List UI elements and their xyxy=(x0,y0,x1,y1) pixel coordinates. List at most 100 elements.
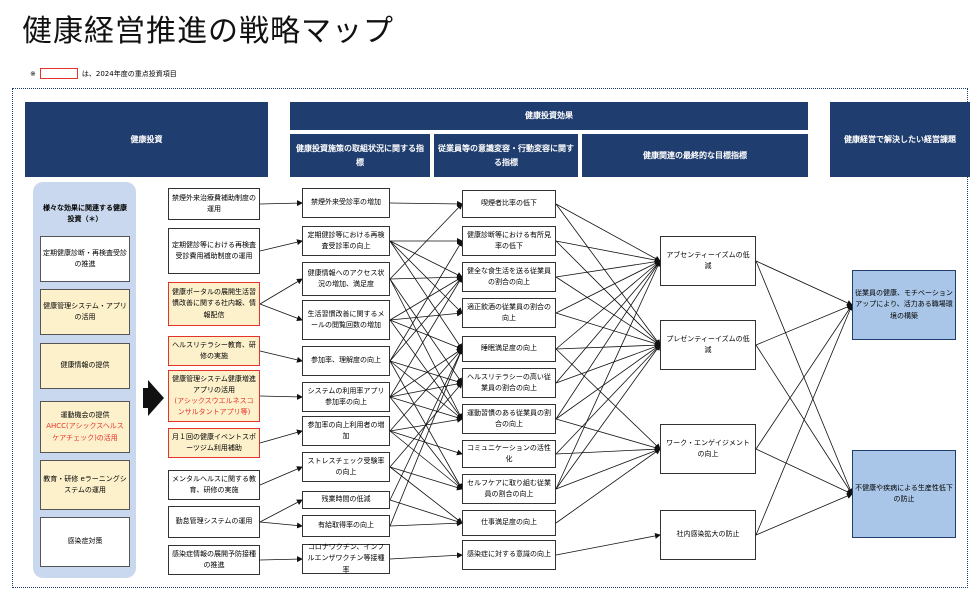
col4-box: プレゼンティーイズムの低減 xyxy=(660,320,756,370)
connector-line xyxy=(555,344,661,455)
col3-box: 睡眠満足度の向上 xyxy=(462,336,556,362)
col2-box-text: 健康情報へのアクセス状況の増加、満足度 xyxy=(307,268,385,288)
connector-line xyxy=(389,278,463,420)
col5-box-text: 不健康や疾病による生産性低下の防止 xyxy=(855,483,953,503)
col2-box-text: 禁煙外来受診率の増加 xyxy=(311,198,381,207)
col5-box: 従業員の健康、モチベーションアップにより、活力ある職場環境の構築 xyxy=(852,270,956,340)
header-issues: 健康経営で解決したい経営課題 xyxy=(830,102,970,177)
connector-line xyxy=(259,393,303,400)
col2-box: システムの利用率アプリ参加率の向上 xyxy=(302,382,390,412)
connector-line xyxy=(389,203,463,280)
connector-line xyxy=(389,310,463,321)
col3-box-text: 感染症に対する意識の向上 xyxy=(467,550,551,559)
connector-line xyxy=(555,203,661,346)
connector-line xyxy=(555,446,661,455)
col4-box: アブセンティーイズムの低減 xyxy=(660,236,756,286)
connector-line xyxy=(389,466,463,491)
col1-box: 健康管理システム健康増進アプリの活用 (アシックスウエルネスコンサルタントアプリ等… xyxy=(168,370,260,422)
col3-box-text: 健康診断等における有所見率の低下 xyxy=(467,230,551,250)
col3-box-text: セルフケアに取り組む従業員の割合の向上 xyxy=(467,478,551,498)
left-item-4: 運動機会の提供 AHCC(アシックスヘルスケアチェック)の活用 xyxy=(40,401,130,453)
col1-box-text: メンタルヘルスに関する教育、研修の実施 xyxy=(172,474,256,494)
col1-box: 勤怠管理システムの運用 xyxy=(168,506,260,538)
connector-line xyxy=(389,466,463,524)
connector-line xyxy=(259,556,303,563)
col3-box-text: 適正飲酒の従業員の割合の向上 xyxy=(467,302,551,322)
connector-line xyxy=(555,240,661,264)
connector-line xyxy=(555,276,661,346)
col1-box-text: 健康管理システム健康増進アプリの活用 xyxy=(172,374,256,394)
header-investment: 健康投資 xyxy=(25,102,268,177)
connector-line xyxy=(259,350,303,363)
col4-box: 社内感染拡大の防止 xyxy=(660,510,756,560)
col2-box: 参加率、理解度の向上 xyxy=(302,346,390,376)
connector-line xyxy=(389,200,463,207)
header-effects-sub2: 従業員等の意識変容・行動変容に関する指標 xyxy=(434,134,578,177)
note-prefix: ※ xyxy=(30,69,36,78)
col2-box: 有給取得率の向上 xyxy=(302,515,390,537)
connector-line xyxy=(259,429,303,444)
col2-box-text: 参加率、理解度の向上 xyxy=(311,356,381,365)
legend-red-box xyxy=(39,68,78,79)
col2-box-text: 参加率の向上利用者の増加 xyxy=(307,420,385,440)
connector-line xyxy=(555,342,661,350)
col2-box: 残業時間の低減 xyxy=(302,491,390,509)
connector-line xyxy=(755,304,853,346)
left-item-1: 定期健康診断・再検査受診の推進 xyxy=(40,236,130,282)
connector-line xyxy=(259,200,303,207)
col2-box-text: 生活習慣改善に関するメールの閲覧回数の増加 xyxy=(307,309,385,329)
col1-box: メンタルヘルスに関する教育、研修の実施 xyxy=(168,470,260,500)
connector-line xyxy=(755,493,853,536)
header-effects-sub1: 健康投資施策の取組状況に関する指標 xyxy=(290,134,430,177)
connector-line xyxy=(389,520,463,527)
connector-line xyxy=(389,348,463,501)
col1-box: ヘルスリテラシー教育、研修の実施 xyxy=(168,336,260,366)
connector-line xyxy=(555,260,661,420)
col3-box: 運動習慣のある従業員の割合の向上 xyxy=(462,404,556,434)
col3-box-text: 喫煙者比率の低下 xyxy=(481,199,537,208)
col2-box-text: 残業時間の低減 xyxy=(321,495,371,504)
connector-line xyxy=(555,312,661,347)
legend-note: ※ は、2024年度の重点投資項目 xyxy=(30,68,177,79)
connector-line xyxy=(389,278,463,384)
left-item-3: 健康情報の提供 xyxy=(40,343,130,389)
note-text: は、2024年度の重点投資項目 xyxy=(81,69,177,78)
connector-line xyxy=(555,260,661,490)
col5-box: 不健康や疾病による生産性低下の防止 xyxy=(852,450,956,538)
connector-line xyxy=(389,240,463,278)
connector-line xyxy=(555,344,661,490)
col1-box-text: 定期健診等における再検査受診費用補助制度の運用 xyxy=(172,240,256,260)
connector-line xyxy=(755,304,853,536)
col3-box: コミュニケーションの活性化 xyxy=(462,440,556,468)
col2-box: 健康情報へのアクセス状況の増加、満足度 xyxy=(302,262,390,296)
col3-box: 健康診断等における有所見率の低下 xyxy=(462,226,556,256)
col3-box: 仕事満足度の向上 xyxy=(462,510,556,536)
connector-line xyxy=(555,240,661,346)
connector-line xyxy=(389,499,463,525)
col1-box-text: 感染症情報の展開予防接種の推進 xyxy=(172,549,256,569)
left-item-2: 健康管理システム・アプリの活用 xyxy=(40,289,130,335)
col3-box: 喫煙者比率の低下 xyxy=(462,190,556,218)
col1-box-text: ヘルスリテラシー教育、研修の実施 xyxy=(172,340,256,360)
col1-box-red-text: (アシックスウエルネスコンサルタントアプリ等) xyxy=(174,397,254,417)
col2-box-text: 定期健診等における再検査受診率の向上 xyxy=(307,230,385,250)
connector-line xyxy=(389,276,463,398)
left-panel-heading: 様々な効果に関連する健康投資（＊） xyxy=(43,203,127,223)
connector-line xyxy=(389,430,463,456)
connector-line xyxy=(389,276,463,321)
col2-box: 生活習慣改善に関するメールの閲覧回数の増加 xyxy=(302,300,390,340)
connector-line xyxy=(389,348,463,432)
col2-box: 禁煙外来受診率の増加 xyxy=(302,188,390,218)
connector-line xyxy=(259,303,303,322)
connector-line xyxy=(555,260,661,384)
connector-line xyxy=(389,348,463,398)
col3-box-text: ヘルスリテラシーの高い従業員の割合の向上 xyxy=(467,372,551,392)
col2-box-text: 有給取得率の向上 xyxy=(318,521,374,530)
col3-box: 感染症に対する意識の向上 xyxy=(462,540,556,570)
connector-line xyxy=(389,274,463,281)
col4-box: ワーク・エンゲイジメントの向上 xyxy=(660,424,756,474)
col2-box: コロナワクチン、インフルエンザワクチン等接種率 xyxy=(302,543,390,574)
col3-box: ヘルスリテラシーの高い従業員の割合の向上 xyxy=(462,368,556,398)
big-arrow-stem xyxy=(143,388,149,408)
